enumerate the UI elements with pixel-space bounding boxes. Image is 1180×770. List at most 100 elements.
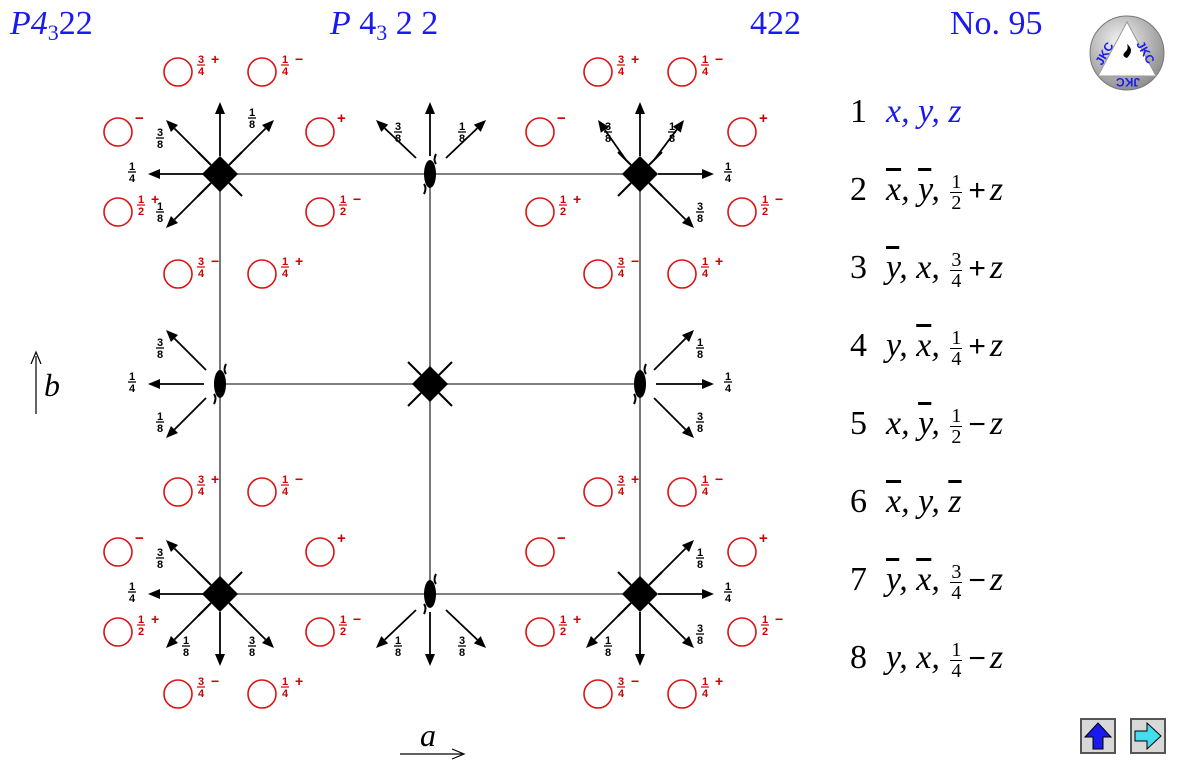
axis-arrow [425, 612, 435, 666]
position-circle: 34− [163, 253, 219, 289]
fraction-denominator: 8 [249, 119, 255, 131]
fraction-label: 14 [701, 676, 709, 700]
fraction-numerator: 3 [618, 256, 624, 268]
coordinate-index: 5 [850, 405, 867, 442]
fraction-label: 14 [281, 54, 289, 78]
fourfold-tail [648, 182, 663, 197]
fraction-numerator: 3 [198, 256, 204, 268]
fraction-numerator: 3 [157, 547, 163, 559]
fraction-numerator: 1 [282, 54, 288, 66]
position-sign: − [715, 471, 723, 487]
fourfold-tail [197, 602, 212, 617]
fraction-denominator: 2 [138, 626, 144, 638]
fraction-denominator: 4 [198, 486, 205, 498]
fraction-label: 12 [761, 194, 769, 218]
position-ring [247, 57, 277, 87]
fraction-denominator: 4 [618, 688, 625, 700]
arrow-head [681, 635, 694, 648]
coordinate-index: 2 [850, 171, 867, 208]
fraction-label: 38 [156, 127, 164, 151]
fraction-numerator: 3 [618, 54, 624, 66]
fraction-denominator: 8 [459, 647, 465, 659]
twofold-tail [433, 573, 437, 585]
position-sign: + [631, 471, 639, 487]
fraction-label: 18 [458, 121, 466, 145]
arrow-head [681, 540, 694, 553]
position-sign: + [759, 530, 768, 547]
fraction-denominator: 4 [725, 173, 732, 185]
axis-arrow: 38 [653, 607, 704, 648]
position-circle: 12− [305, 611, 361, 647]
position-ring [525, 197, 555, 227]
fraction-label: 12 [559, 194, 567, 218]
fraction-numerator: 3 [157, 337, 163, 349]
position-ring [525, 537, 555, 567]
fraction-denominator: 4 [702, 66, 709, 78]
axis-arrow [635, 612, 645, 666]
fraction-denominator: 8 [605, 647, 611, 659]
fraction-label: 18 [604, 635, 612, 659]
fraction-label: 12 [559, 614, 567, 638]
position-ring [727, 617, 757, 647]
position-circle: − [103, 530, 144, 567]
axis-arrow: 18 [156, 187, 207, 228]
coordinate-expression: x, y, z [886, 93, 962, 130]
position-sign: + [631, 51, 639, 67]
arrow-shaft [445, 127, 478, 159]
fraction-label: 18 [394, 635, 402, 659]
position-circle: 14+ [667, 673, 723, 709]
position-sign: − [353, 611, 361, 627]
arrow-head [166, 425, 179, 438]
position-sign: + [715, 253, 723, 269]
twofold-lens [214, 370, 226, 398]
position-sign: − [295, 471, 303, 487]
fraction-label: 34 [617, 256, 625, 280]
fraction-numerator: 1 [697, 547, 703, 559]
arrow-head [425, 654, 435, 666]
twofold-lens [424, 160, 436, 188]
nav-up-button[interactable] [1080, 718, 1116, 754]
fraction-denominator: 4 [198, 66, 205, 78]
arrow-head [672, 120, 684, 133]
fraction-numerator: 1 [762, 614, 768, 626]
fraction-label: 12 [761, 614, 769, 638]
arrow-head [635, 102, 645, 114]
arrow-head [473, 636, 486, 648]
fraction-numerator: 3 [459, 635, 465, 647]
b-axis-indicator: b [30, 350, 60, 414]
arrow-shaft [173, 337, 207, 371]
full-symbol-main: 4 [359, 5, 377, 42]
fourfold-tail [197, 151, 212, 166]
position-sign: − [135, 530, 144, 547]
fraction-label: 14 [724, 371, 732, 395]
jkc-logo: JKC JKC JKC [1088, 14, 1166, 92]
short-symbol-main: P4 [10, 5, 48, 42]
twofold-tail [423, 603, 427, 615]
arrow-shaft [653, 397, 687, 431]
fraction-label: 14 [701, 256, 709, 280]
fraction-denominator: 8 [157, 213, 163, 225]
axis-arrow: 38 [233, 607, 274, 659]
fraction-numerator: 3 [697, 623, 703, 635]
fraction-label: 12 [137, 614, 145, 638]
twofold-tail [633, 393, 637, 405]
twofold-screw-axis [633, 363, 647, 405]
fraction-denominator: 4 [618, 66, 625, 78]
general-positions: 34+14−34+14−−+−+12+12−12+12−34−14+34−14+… [103, 51, 783, 709]
fraction-label: 12 [339, 194, 347, 218]
axis-arrow: 38 [156, 540, 207, 581]
arrow-shaft [384, 609, 417, 641]
fourfold-tail [438, 361, 453, 376]
position-sign: − [775, 191, 783, 207]
fourfold-tail [617, 571, 632, 586]
position-sign: + [573, 191, 581, 207]
fraction-numerator: 1 [725, 371, 731, 383]
nav-next-button[interactable] [1130, 718, 1166, 754]
fraction-denominator: 4 [282, 688, 289, 700]
fraction-label: 38 [604, 121, 612, 145]
position-circle: 34 + [583, 51, 639, 87]
fraction-label: 12 [339, 614, 347, 638]
fraction-denominator: 2 [560, 206, 566, 218]
